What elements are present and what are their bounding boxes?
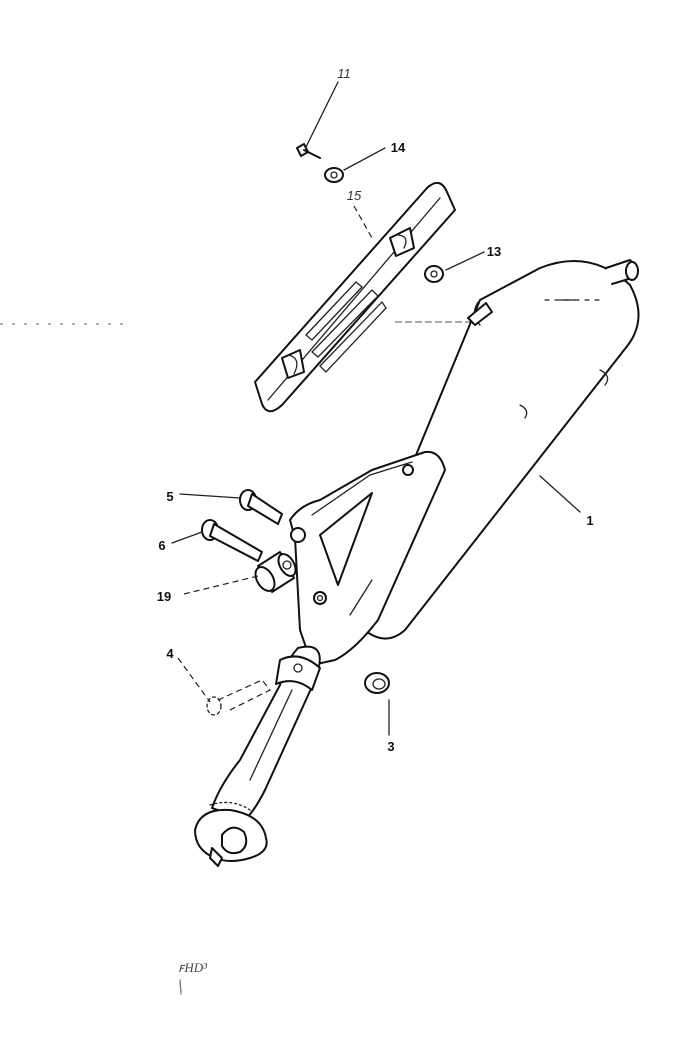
heat-shield-part [254, 181, 456, 413]
callout-4: 4 [166, 646, 174, 661]
callout-11: 11 [337, 66, 351, 81]
callout-1: 1 [586, 513, 593, 528]
leader-lines [171, 81, 581, 736]
collar-19-part [254, 551, 297, 593]
callouts: 11 14 15 13 5 6 1 19 4 3 [157, 66, 594, 754]
gasket-4-part [206, 679, 271, 716]
callout-5: 5 [166, 489, 173, 504]
diagram-code: ꜰHD³ [178, 960, 208, 975]
mount-bracket [289, 450, 446, 666]
bolt-5-part [239, 489, 283, 525]
callout-14: 14 [391, 140, 406, 155]
washer-14-part [324, 167, 344, 183]
screw-11-part [296, 143, 321, 159]
nut-13-part [424, 265, 444, 283]
callout-13: 13 [487, 244, 501, 259]
callout-19: 19 [157, 589, 171, 604]
callout-15: 15 [347, 188, 362, 203]
muffler-body-part [351, 259, 640, 640]
bolt-6-part [201, 519, 263, 562]
scan-line [0, 321, 515, 325]
callout-3: 3 [387, 739, 394, 754]
header-pipe [194, 645, 321, 867]
callout-6: 6 [158, 538, 165, 553]
gasket-3-part [364, 672, 390, 694]
